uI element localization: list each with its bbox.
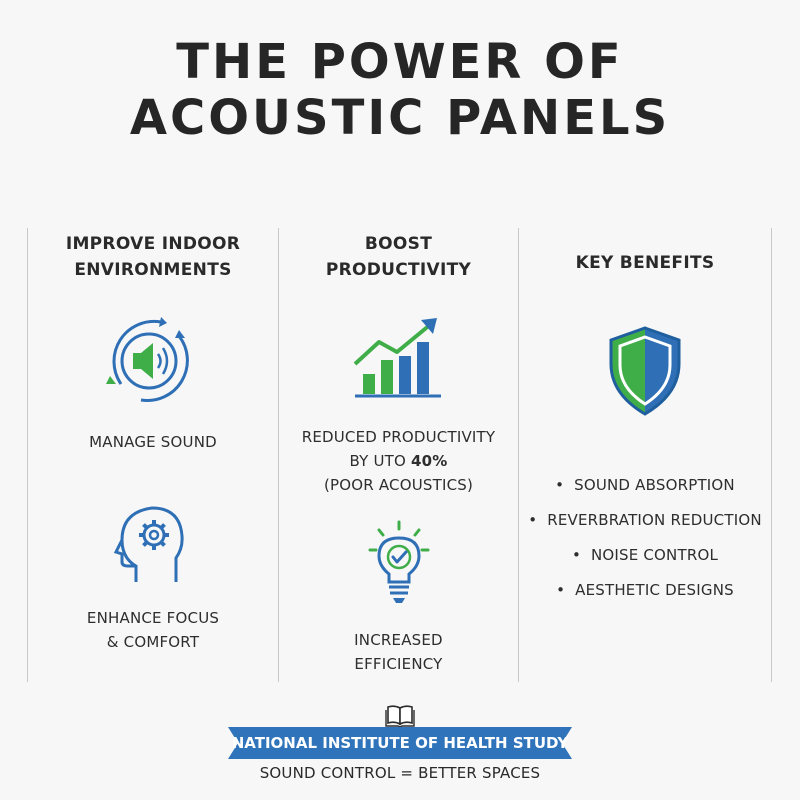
speaker-cycle-icon (106, 317, 189, 402)
enhance-focus-line-1: ENHANCE FOCUS (86, 609, 220, 627)
column-improve-indoor: IMPROVE INDOOR ENVIRONMENTS MANAGE SOUND (28, 228, 278, 682)
enhance-focus-label: ENHANCE FOCUS & COMFORT (28, 606, 278, 654)
left-divider (27, 228, 28, 682)
enhance-focus-line-2: & COMFORT (106, 633, 200, 651)
list-item: • REVERBRATION REDUCTION (528, 511, 762, 529)
list-item: • SOUND ABSORPTION (555, 476, 735, 494)
divider-1 (278, 228, 279, 682)
column-boost-productivity: BOOST PRODUCTIVITY REDUCED PRODUCTIVITY … (279, 228, 518, 682)
title-line-2: ACOUSTIC PANELS (129, 90, 671, 146)
stat-line-3: (POOR ACOUSTICS) (323, 476, 474, 494)
heading-line-2: PRODUCTIVITY (325, 260, 472, 280)
title-line-1: THE POWER OF (176, 34, 624, 90)
list-item-label: AESTHETIC DESIGNS (575, 581, 734, 599)
efficiency-line-1: INCREASED (354, 631, 443, 649)
study-banner: NATIONAL INSTITUTE OF HEALTH STUDY (228, 727, 572, 759)
tagline: SOUND CONTROL = BETTER SPACES (259, 764, 541, 782)
heading-line-1: IMPROVE INDOOR (65, 234, 241, 254)
divider-2 (518, 228, 519, 682)
list-item-label: REVERBRATION REDUCTION (547, 511, 762, 529)
stat-line-2: BY UTO 40% (279, 449, 518, 473)
stat-line-1: REDUCED PRODUCTIVITY (301, 428, 496, 446)
list-item: • AESTHETIC DESIGNS (556, 581, 734, 599)
column-heading: BOOST PRODUCTIVITY (279, 231, 518, 283)
list-item-label: NOISE CONTROL (590, 546, 719, 564)
column-heading: IMPROVE INDOOR ENVIRONMENTS (28, 231, 278, 283)
page-title: THE POWER OF ACOUSTIC PANELS (0, 34, 800, 146)
banner-ribbon (228, 727, 572, 759)
heading-line-1: BOOST (364, 234, 433, 254)
efficiency-line-2: EFFICIENCY (354, 655, 443, 673)
productivity-stat: REDUCED PRODUCTIVITY BY UTO 40% (POOR AC… (279, 425, 518, 497)
heading-line-2: ENVIRONMENTS (74, 260, 232, 280)
shield-icon (609, 326, 681, 416)
stat-value: 40% (411, 452, 448, 470)
open-book-icon (385, 705, 415, 728)
benefits-list: • SOUND ABSORPTION • REVERBRATION REDUCT… (519, 468, 771, 608)
column-key-benefits: KEY BENEFITS • SOUND ABSORPTION • REVERB… (519, 228, 771, 682)
list-item-label: SOUND ABSORPTION (574, 476, 735, 494)
increased-efficiency-label: INCREASED EFFICIENCY (279, 628, 518, 676)
lightbulb-check-icon (368, 520, 430, 603)
list-item: • NOISE CONTROL (571, 546, 719, 564)
column-heading: KEY BENEFITS (575, 253, 715, 273)
stat-prefix: BY UTO (349, 452, 411, 470)
banner-label: NATIONAL INSTITUTE OF HEALTH STUDY (231, 734, 569, 752)
manage-sound-label: MANAGE SOUND (89, 433, 217, 451)
bar-chart-growth-icon (353, 318, 441, 398)
right-divider (771, 228, 772, 682)
head-gear-icon (113, 506, 184, 582)
